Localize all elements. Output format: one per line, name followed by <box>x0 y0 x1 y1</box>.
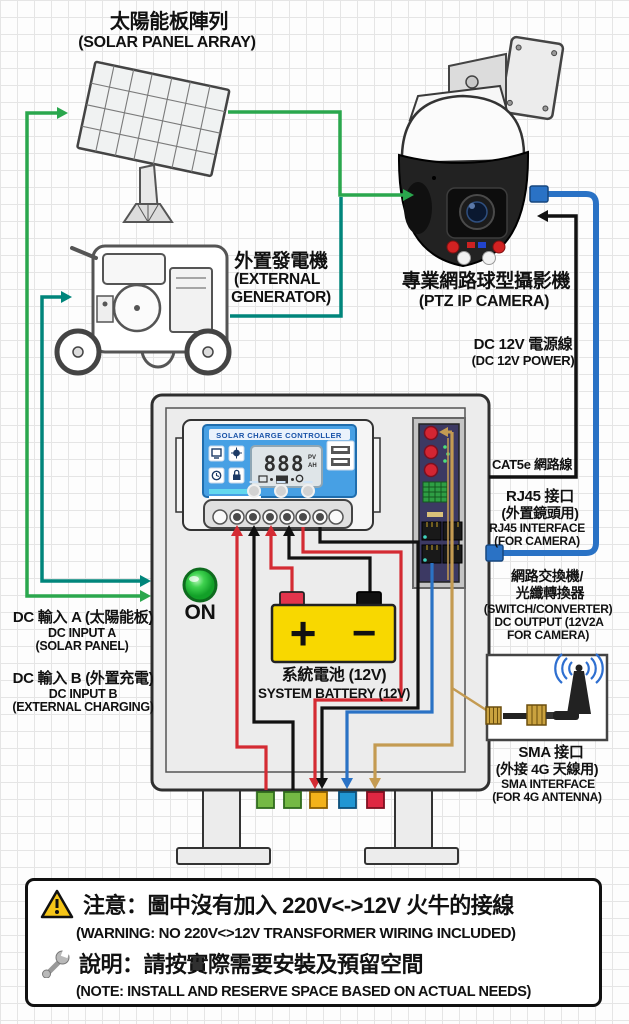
on-label: ON <box>184 601 216 624</box>
cat5e-cable <box>503 191 599 556</box>
battery-label-en: SYSTEM BATTERY (12V) <box>257 686 411 701</box>
controller-buttons[interactable] <box>247 481 315 498</box>
solar-charge-controller: SOLAR CHARGE CONTROLLER 888 PV AH <box>175 419 381 531</box>
switch-label-en2: DC OUTPUT (12V2A <box>494 615 604 629</box>
input-a-label-zh: DC 輸入 A (太陽能板) <box>12 609 154 626</box>
on-indicator-led <box>182 567 218 603</box>
lock-icon <box>233 469 241 480</box>
antenna-connectors <box>423 425 439 478</box>
camera-label-zh: 專業網路球型攝影機 <box>401 271 571 292</box>
sma-label-en2: (FOR 4G ANTENNA) <box>492 790 602 804</box>
clock-icon <box>211 470 222 481</box>
dc-power-label-zh: DC 12V 電源線 <box>473 336 573 353</box>
rj45-label-zh1: RJ45 接口 <box>506 488 574 505</box>
lcd-unit-ah: AH <box>308 463 317 469</box>
4g-antenna-assembly <box>485 653 609 742</box>
warning-text-en: (WARNING: NO 220V<>12V TRANSFORMER WIRIN… <box>76 925 516 942</box>
rj45-label-en1: RJ45 INTERFACE <box>489 521 585 535</box>
battery-minus-sign: − <box>352 609 377 656</box>
input-b-label-zh: DC 輸入 B (外置充電) <box>12 670 154 687</box>
camera-rj45-plug[interactable] <box>529 185 549 203</box>
camera-power-line <box>489 214 578 479</box>
terminal-block <box>422 481 448 503</box>
display-icon <box>211 448 222 459</box>
warning-text-zh: 注意：圖中沒有加入 220V<->12V 火牛的接線 <box>83 893 514 918</box>
system-battery: + − <box>270 591 397 664</box>
switch-label-zh1: 網路交換機/ <box>510 568 584 584</box>
generator-label-en1: (EXTERNAL <box>234 271 320 288</box>
generator-input-line <box>40 197 343 583</box>
solar-panel-illustration <box>76 60 231 223</box>
lcd-value: 888 <box>264 452 305 476</box>
solar-input-line <box>25 110 404 598</box>
battery-label-zh: 系統電池 (12V) <box>281 667 387 684</box>
generator-label-en2: GENERATOR) <box>231 289 331 306</box>
controller-title: SOLAR CHARGE CONTROLLER <box>216 431 342 440</box>
cat5e-label: CAT5e 網路線 <box>491 457 573 472</box>
lcd-status-icons <box>258 474 304 484</box>
wiring <box>25 107 599 790</box>
solar-panel-label-zh: 太陽能板陣列 <box>109 11 229 33</box>
internal-wires <box>235 430 495 790</box>
switch-label-zh2: 光纖轉換器 <box>515 585 585 601</box>
solar-panel-label-en: (SOLAR PANEL ARRAY) <box>78 34 256 51</box>
note-text-zh: 說明：請按實際需要安裝及預留空間 <box>79 952 424 977</box>
controller-terminals[interactable] <box>212 509 344 525</box>
cable-glands <box>256 791 385 809</box>
lcd-unit-pv: PV <box>308 455 316 461</box>
ptz-camera-illustration <box>397 35 565 268</box>
cabinet-rj45-port[interactable] <box>485 544 504 562</box>
sma-label-en1: SMA INTERFACE <box>501 777 595 791</box>
solar-icon <box>231 447 242 459</box>
rj45-label-en2: (FOR CAMERA) <box>494 534 580 548</box>
switch-label-en3: FOR CAMERA) <box>506 628 590 642</box>
input-a-label-en1: DC INPUT A <box>47 626 117 640</box>
note-text-en: (NOTE: INSTALL AND RESERVE SPACE BASED O… <box>76 984 531 1000</box>
wrench-icon <box>42 949 70 978</box>
switch-label-en1: (SWITCH/CONVERTER) <box>483 602 613 616</box>
input-a-label-en2: (SOLAR PANEL) <box>35 639 129 653</box>
warning-note-box: 注意：圖中沒有加入 220V<->12V 火牛的接線 (WARNING: NO … <box>25 878 602 1007</box>
input-b-label-en1: DC INPUT B <box>48 687 118 701</box>
network-switch-converter <box>412 417 466 589</box>
rj45-label-zh2: (外置鏡頭用) <box>501 505 579 521</box>
usb-ports <box>331 446 350 466</box>
warning-triangle-icon <box>40 889 74 919</box>
sma-label-zh2: (外接 4G 天線用) <box>495 761 599 777</box>
wireless-signal-icon <box>554 653 604 684</box>
generator-illustration <box>54 244 232 376</box>
battery-plus-sign: + <box>290 607 317 659</box>
camera-label-en: (PTZ IP CAMERA) <box>418 293 550 310</box>
dc-power-label-en: (DC 12V POWER) <box>471 353 575 368</box>
generator-label-zh: 外置發電機 <box>234 251 328 272</box>
input-b-label-en2: (EXTERNAL CHARGING) <box>12 700 154 714</box>
sma-label-zh1: SMA 接口 <box>518 744 584 761</box>
